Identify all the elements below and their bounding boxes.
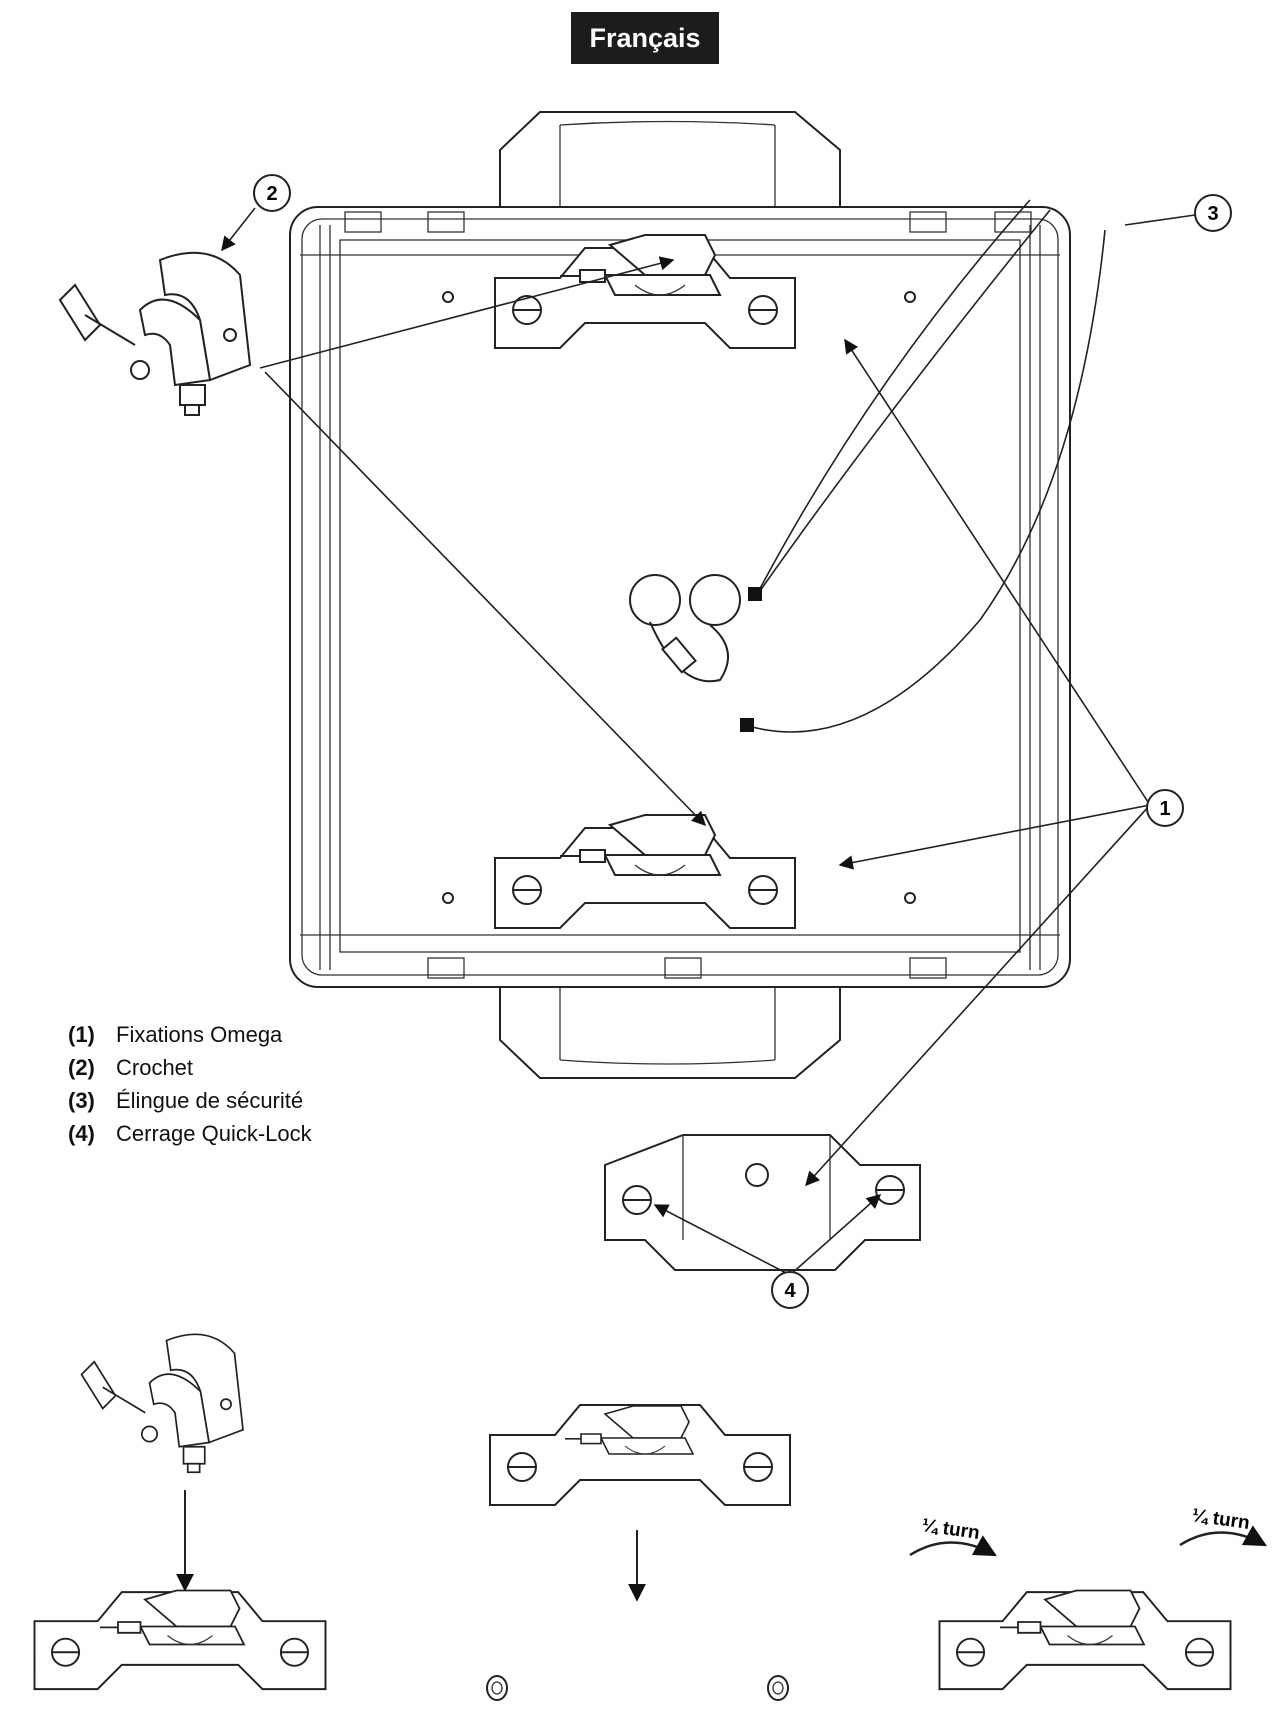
step-1 [33, 1333, 327, 1691]
legend-item: (2)Crochet [68, 1055, 194, 1080]
callout-2: 2 [253, 174, 291, 212]
svg-text:2: 2 [266, 183, 277, 205]
svg-text:¼ turn: ¼ turn [1191, 1505, 1251, 1534]
legend-item: (4)Cerrage Quick-Lock [68, 1121, 312, 1146]
callout-4: 4 [771, 1271, 809, 1309]
leader-lines [221, 207, 1196, 1276]
hook-clamp-illustration [59, 251, 251, 416]
parts-legend: (1)Fixations Omega (2)Crochet (3)Élingue… [68, 1018, 312, 1150]
svg-text:4: 4 [784, 1280, 796, 1302]
legend-item: (1)Fixations Omega [68, 1022, 283, 1047]
svg-text:¼ turn: ¼ turn [921, 1515, 981, 1544]
step-3: ¼ turn ¼ turn [909, 1505, 1267, 1691]
language-badge: Français [571, 12, 719, 64]
omega-bracket-detail [604, 1134, 921, 1271]
svg-text:3: 3 [1207, 203, 1218, 225]
svg-text:1: 1 [1159, 798, 1170, 820]
step-2 [486, 1404, 791, 1701]
callout-1: 1 [1146, 789, 1184, 827]
callout-3: 3 [1194, 194, 1232, 232]
legend-item: (3)Élingue de sécurité [68, 1088, 304, 1113]
